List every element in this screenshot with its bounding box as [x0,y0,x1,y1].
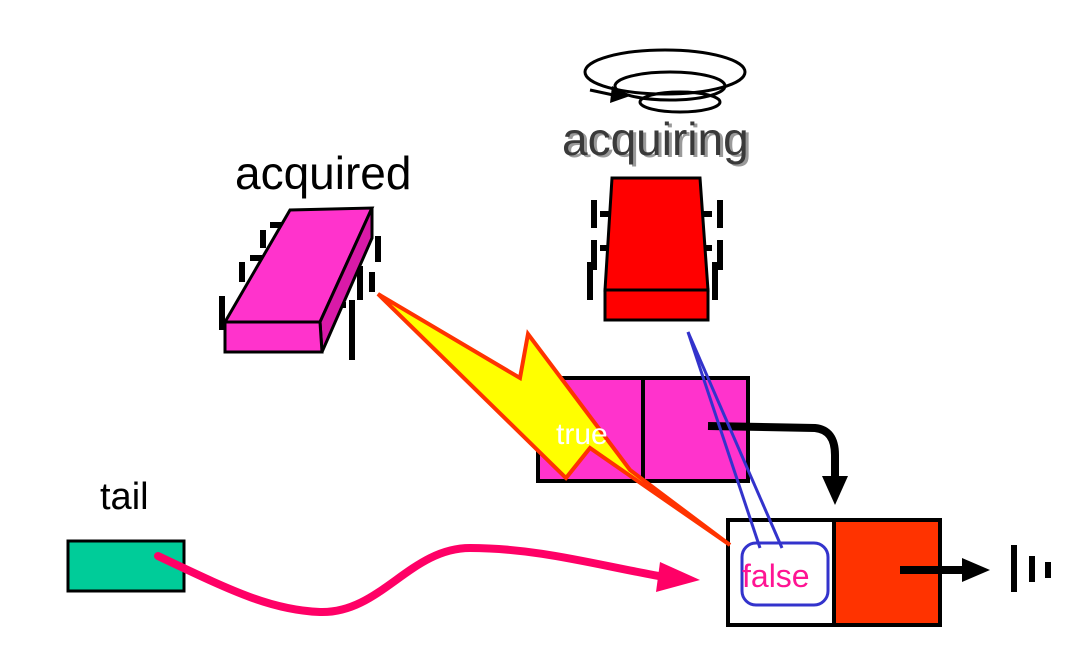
acquiring-label-text: acquiring [562,113,749,165]
old-node-value-label: true [556,418,608,451]
old-node-next-arrow [707,422,839,480]
tail-curve-arrow [154,543,674,617]
ground-icon [1011,545,1051,592]
new-node-value-label: false [742,558,810,594]
spin-coil-icon [583,48,747,114]
tail-label: tail [100,476,149,518]
acquiring-label-shadow: acquiring [565,115,752,167]
lightning-icon [376,292,732,547]
null-pointer-arrowhead [962,558,990,582]
old-node-next-arrowhead [822,476,848,505]
acquired-thread-chip-icon [219,206,381,360]
tail-curve-arrowhead [656,562,700,592]
tail-pointer-box [66,539,186,593]
acquiring-label: acquiring acquiring [562,113,752,167]
spin-link [686,331,830,607]
acquiring-thread-chip-icon [587,176,723,322]
acquired-label: acquired [235,147,412,199]
